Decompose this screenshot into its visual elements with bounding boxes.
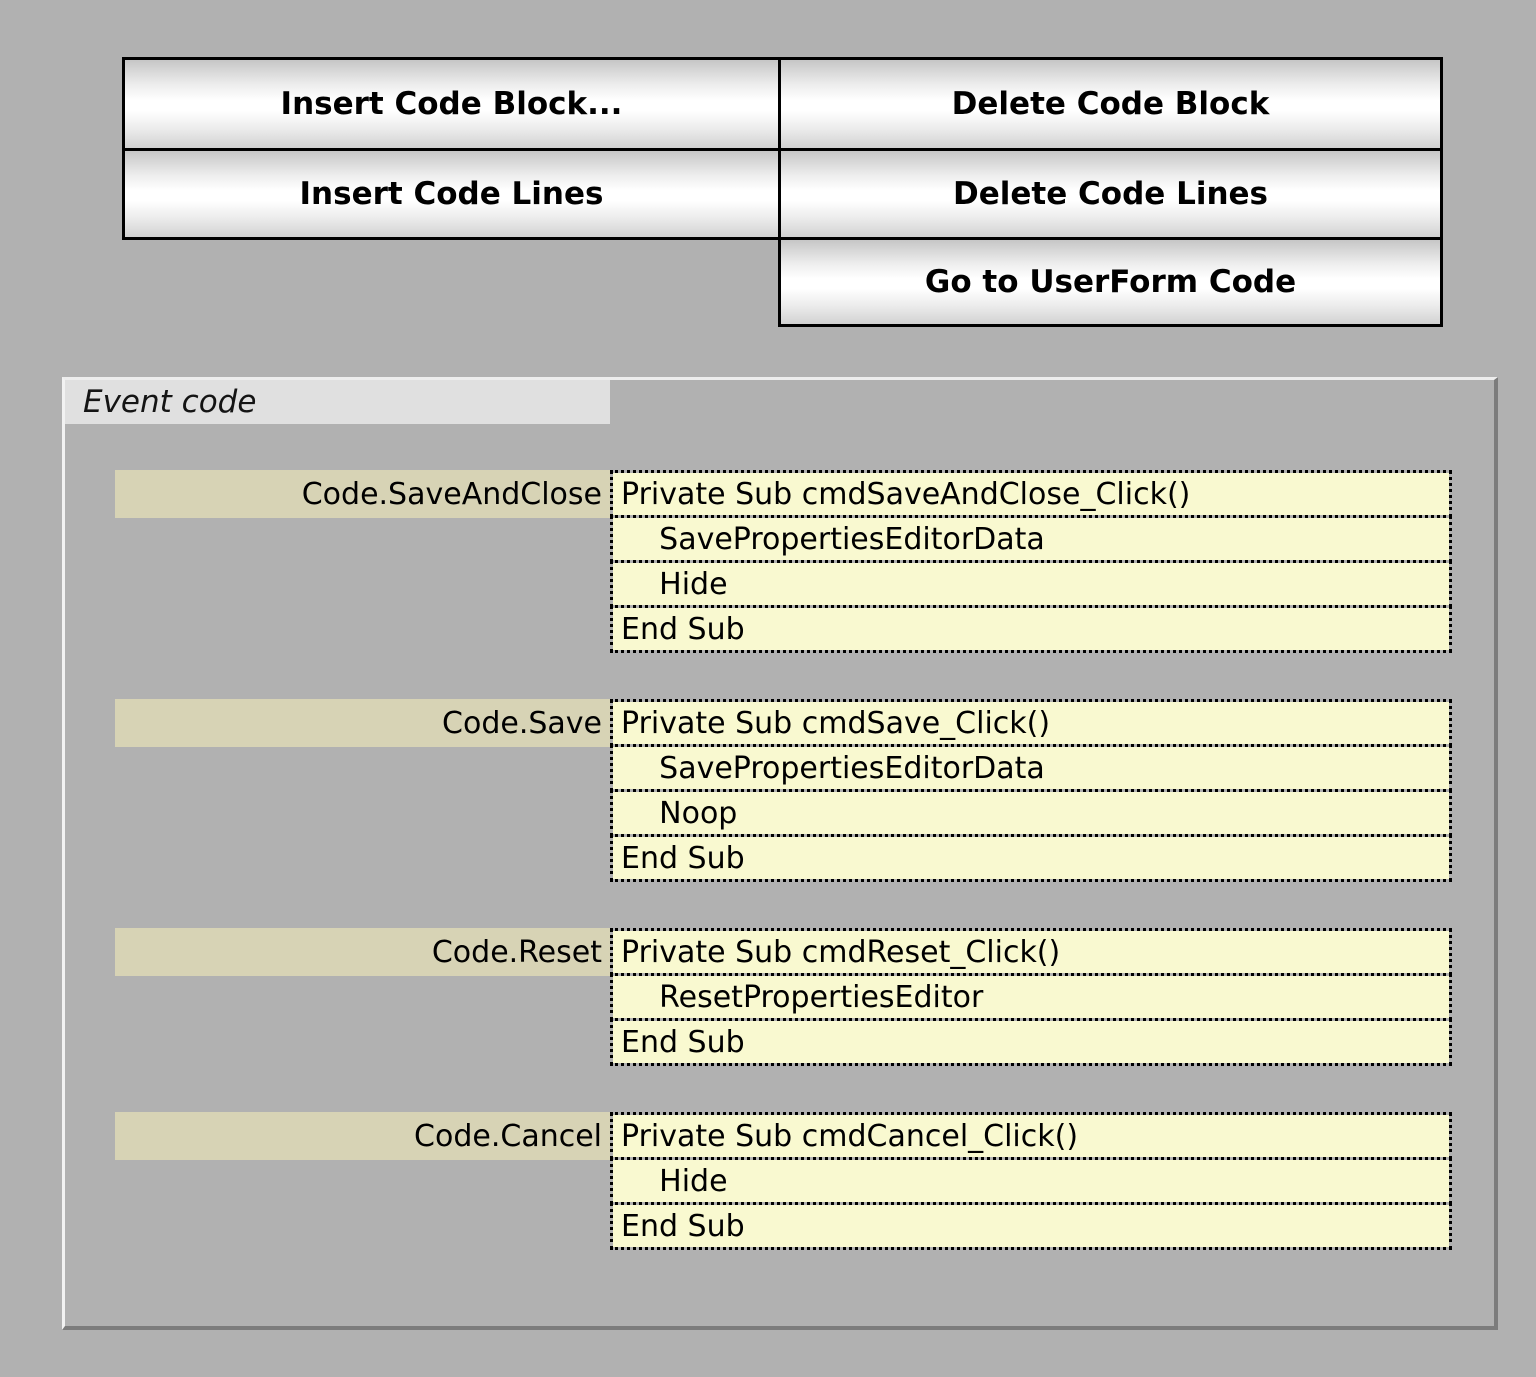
code-block-label: Code.Cancel [115, 1112, 610, 1160]
code-line-cell[interactable]: End Sub [610, 605, 1452, 653]
code-line-cell[interactable]: End Sub [610, 1018, 1452, 1066]
code-block-label: Code.Save [115, 699, 610, 747]
code-line-cell[interactable]: SavePropertiesEditorData [610, 515, 1452, 563]
code-line-list: Private Sub cmdReset_Click() ResetProper… [610, 928, 1452, 1066]
code-line-cell[interactable]: Hide [610, 1157, 1452, 1205]
code-line-cell[interactable]: Private Sub cmdReset_Click() [610, 928, 1452, 976]
code-line-cell[interactable]: End Sub [610, 1202, 1452, 1250]
code-block-label: Code.SaveAndClose [115, 470, 610, 518]
event-code-block: Code.Save Private Sub cmdSave_Click() Sa… [115, 699, 1452, 882]
code-line-cell[interactable]: Private Sub cmdSave_Click() [610, 699, 1452, 747]
code-line-cell[interactable]: Private Sub cmdSaveAndClose_Click() [610, 470, 1452, 518]
insert-code-block-button[interactable]: Insert Code Block... [122, 57, 781, 151]
event-code-block: Code.Cancel Private Sub cmdCancel_Click(… [115, 1112, 1452, 1250]
event-code-panel-title: Event code [65, 380, 610, 424]
goto-userform-code-button[interactable]: Go to UserForm Code [778, 237, 1443, 327]
insert-code-lines-button[interactable]: Insert Code Lines [122, 148, 781, 240]
code-line-list: Private Sub cmdSave_Click() SaveProperti… [610, 699, 1452, 882]
event-code-block: Code.SaveAndClose Private Sub cmdSaveAnd… [115, 470, 1452, 653]
code-line-cell[interactable]: ResetPropertiesEditor [610, 973, 1452, 1021]
delete-code-lines-button[interactable]: Delete Code Lines [778, 148, 1443, 240]
delete-code-block-button[interactable]: Delete Code Block [778, 57, 1443, 151]
event-code-blocks: Code.SaveAndClose Private Sub cmdSaveAnd… [115, 470, 1452, 1250]
code-block-label: Code.Reset [115, 928, 610, 976]
code-line-list: Private Sub cmdSaveAndClose_Click() Save… [610, 470, 1452, 653]
code-line-cell[interactable]: Noop [610, 789, 1452, 837]
event-code-panel: Event code Code.SaveAndClose Private Sub… [62, 377, 1498, 1330]
event-code-block: Code.Reset Private Sub cmdReset_Click() … [115, 928, 1452, 1066]
code-line-cell[interactable]: Hide [610, 560, 1452, 608]
code-line-cell[interactable]: End Sub [610, 834, 1452, 882]
code-line-cell[interactable]: Private Sub cmdCancel_Click() [610, 1112, 1452, 1160]
code-line-cell[interactable]: SavePropertiesEditorData [610, 744, 1452, 792]
